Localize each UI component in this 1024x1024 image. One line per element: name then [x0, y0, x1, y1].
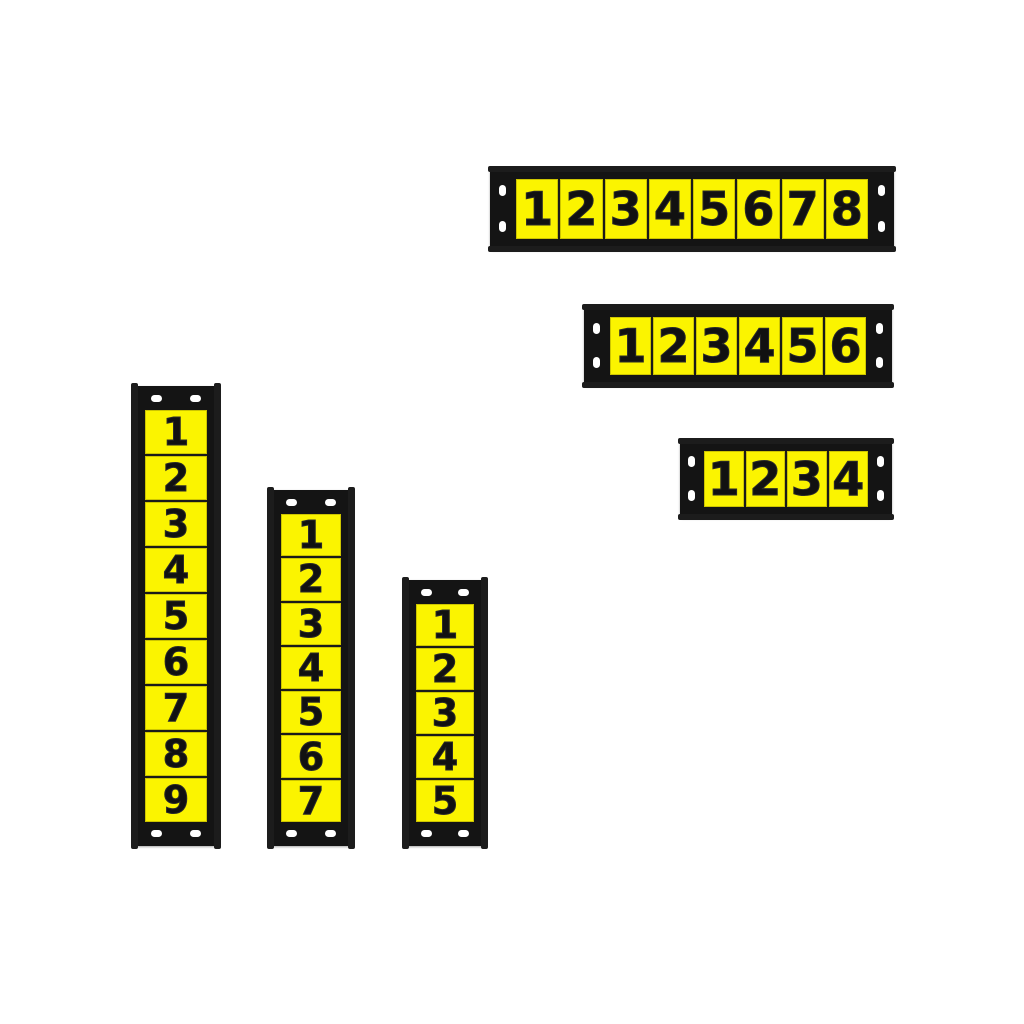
mount-hole [325, 830, 336, 837]
digit-tile: 3 [416, 692, 474, 734]
digit-tile: 5 [782, 317, 823, 375]
mount-hole [190, 395, 201, 402]
digit-tiles: 1 2 3 4 5 6 7 [281, 514, 341, 822]
mount-hole [190, 830, 201, 837]
mount-hole [688, 456, 695, 467]
digit-tile: 2 [745, 451, 785, 507]
digit-tile: 3 [787, 451, 827, 507]
digit-tile: 6 [281, 735, 341, 778]
digit-tile: 4 [145, 548, 207, 592]
digit-tile: 3 [696, 317, 737, 375]
mount-hole [499, 185, 506, 196]
digit-tiles: 1 2 3 4 5 [416, 604, 474, 822]
digit-tile: 1 [704, 451, 744, 507]
mount-hole [876, 323, 883, 334]
digit-tile: 2 [416, 648, 474, 690]
digit-tile: 4 [416, 736, 474, 778]
number-plate-vertical-9: 1 2 3 4 5 6 7 8 9 [131, 383, 221, 849]
number-plate-vertical-5: 1 2 3 4 5 [402, 577, 488, 849]
digit-tile: 5 [281, 691, 341, 734]
digit-tile: 7 [281, 779, 341, 822]
digit-tile: 1 [610, 317, 651, 375]
digit-tiles: 1 2 3 4 [704, 451, 868, 507]
digit-tile: 2 [281, 558, 341, 601]
digit-tile: 5 [145, 594, 207, 638]
digit-tile: 1 [416, 604, 474, 646]
digit-tile: 3 [604, 179, 647, 239]
digit-tile: 5 [693, 179, 736, 239]
mount-hole [878, 185, 885, 196]
digit-tile: 6 [737, 179, 780, 239]
digit-tile: 1 [516, 179, 559, 239]
mount-hole [876, 357, 883, 368]
number-plate-horizontal-8: 1 2 3 4 5 6 7 8 [488, 166, 896, 252]
mount-hole [421, 830, 432, 837]
digit-tiles: 1 2 3 4 5 6 7 8 [516, 179, 868, 239]
mount-hole [593, 323, 600, 334]
digit-tiles: 1 2 3 4 5 6 [610, 317, 866, 375]
mount-hole [878, 221, 885, 232]
digit-tile: 1 [281, 514, 341, 557]
digit-tile: 2 [653, 317, 694, 375]
mount-hole [286, 499, 297, 506]
mount-hole [688, 490, 695, 501]
number-plate-vertical-7: 1 2 3 4 5 6 7 [267, 487, 355, 849]
digit-tile: 2 [560, 179, 603, 239]
digit-tile: 5 [416, 780, 474, 822]
digit-tile: 3 [281, 602, 341, 645]
digit-tile: 4 [739, 317, 780, 375]
digit-tile: 2 [145, 456, 207, 500]
number-plate-horizontal-4: 1 2 3 4 [678, 438, 894, 520]
mount-hole [458, 589, 469, 596]
mount-hole [151, 395, 162, 402]
digit-tile: 3 [145, 502, 207, 546]
mount-hole [286, 830, 297, 837]
digit-tile: 6 [145, 640, 207, 684]
digit-tile: 6 [825, 317, 866, 375]
digit-tile: 4 [281, 646, 341, 690]
digit-tile: 8 [825, 179, 868, 239]
digit-tile: 8 [145, 732, 207, 776]
digit-tile: 4 [828, 451, 868, 507]
mount-hole [877, 490, 884, 501]
digit-tile: 9 [145, 778, 207, 822]
mount-hole [151, 830, 162, 837]
digit-tile: 4 [648, 179, 691, 239]
mount-hole [421, 589, 432, 596]
mount-hole [458, 830, 469, 837]
digit-tiles: 1 2 3 4 5 6 7 8 9 [145, 410, 207, 822]
digit-tile: 1 [145, 410, 207, 454]
digit-tile: 7 [145, 686, 207, 730]
number-plate-horizontal-6: 1 2 3 4 5 6 [582, 304, 894, 388]
digit-tile: 7 [781, 179, 824, 239]
mount-hole [877, 456, 884, 467]
mount-hole [325, 499, 336, 506]
mount-hole [499, 221, 506, 232]
mount-hole [593, 357, 600, 368]
